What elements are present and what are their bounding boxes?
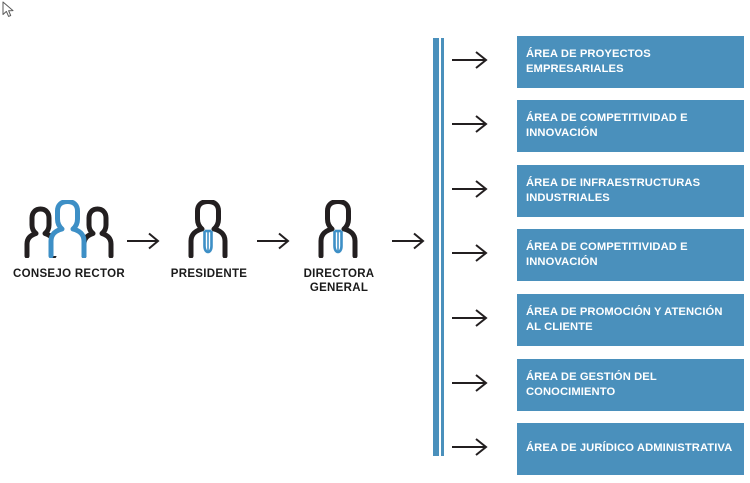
node-label-consejo-rector: CONSEJO RECTOR: [13, 268, 125, 280]
branch-row: ÁREA DE INFRAESTRUCTURAS INDUSTRIALES: [452, 165, 744, 217]
person-tie-icon: [163, 199, 255, 263]
arrow-presidente-to-directora-icon: [257, 232, 291, 255]
spine-bar: [433, 38, 445, 456]
branch-row: ÁREA DE COMPETITIVIDAD E INNOVACIÓN: [452, 100, 744, 152]
node-consejo-rector: CONSEJO RECTOR: [8, 199, 130, 282]
arrow-right-icon: [452, 179, 490, 204]
branch-row: ÁREA DE PROMOCIÓN Y ATENCIÓN AL CLIENTE: [452, 294, 744, 346]
arrow-right-icon: [452, 373, 490, 398]
branch-row: ÁREA DE JURÍDICO ADMINISTRATIVA: [452, 423, 744, 475]
arrow-right-icon: [452, 243, 490, 268]
area-label: ÁREA DE INFRAESTRUCTURAS INDUSTRIALES: [526, 176, 701, 205]
arrow-right-icon: [452, 114, 490, 139]
arrow-right-icon: [452, 308, 490, 333]
mouse-pointer-icon: [2, 1, 16, 24]
area-label: ÁREA DE JURÍDICO ADMINISTRATIVA: [526, 442, 733, 455]
spine-thick-line: [433, 38, 439, 456]
person-tie-icon: [293, 199, 385, 263]
area-box-promocion-atencion-cliente[interactable]: ÁREA DE PROMOCIÓN Y ATENCIÓN AL CLIENTE: [517, 294, 744, 346]
area-box-infraestructuras-industriales[interactable]: ÁREA DE INFRAESTRUCTURAS INDUSTRIALES: [517, 165, 744, 217]
area-box-competitividad-innovacion-1[interactable]: ÁREA DE COMPETITIVIDAD E INNOVACIÓN: [517, 100, 744, 152]
area-box-proyectos-empresariales[interactable]: ÁREA DE PROYECTOS EMPRESARIALES: [517, 36, 744, 88]
node-label-directora-general: DIRECTORA GENERAL: [303, 268, 375, 294]
spine-thin-line: [441, 38, 444, 456]
area-label: ÁREA DE COMPETITIVIDAD E INNOVACIÓN: [526, 111, 688, 140]
area-label: ÁREA DE PROMOCIÓN Y ATENCIÓN AL CLIENTE: [526, 305, 723, 334]
branch-row: ÁREA DE COMPETITIVIDAD E INNOVACIÓN: [452, 229, 744, 281]
area-box-gestion-conocimiento[interactable]: ÁREA DE GESTIÓN DEL CONOCIMIENTO: [517, 359, 744, 411]
arrow-consejo-to-presidente-icon: [127, 232, 161, 255]
area-box-competitividad-innovacion-2[interactable]: ÁREA DE COMPETITIVIDAD E INNOVACIÓN: [517, 229, 744, 281]
arrow-right-icon: [452, 437, 490, 462]
node-label-presidente: PRESIDENTE: [170, 268, 248, 280]
area-label: ÁREA DE PROYECTOS EMPRESARIALES: [526, 47, 651, 76]
node-directora-general: DIRECTORA GENERAL: [293, 199, 385, 295]
three-people-icon: [8, 199, 130, 263]
area-label: ÁREA DE GESTIÓN DEL CONOCIMIENTO: [526, 370, 657, 399]
area-box-juridico-administrativa[interactable]: ÁREA DE JURÍDICO ADMINISTRATIVA: [517, 423, 744, 475]
branch-row: ÁREA DE PROYECTOS EMPRESARIALES: [452, 36, 744, 88]
area-label: ÁREA DE COMPETITIVIDAD E INNOVACIÓN: [526, 240, 688, 269]
arrow-right-icon: [452, 50, 490, 75]
node-presidente: PRESIDENTE: [163, 199, 255, 282]
branch-row: ÁREA DE GESTIÓN DEL CONOCIMIENTO: [452, 359, 744, 411]
arrow-directora-to-spine-icon: [392, 232, 426, 255]
